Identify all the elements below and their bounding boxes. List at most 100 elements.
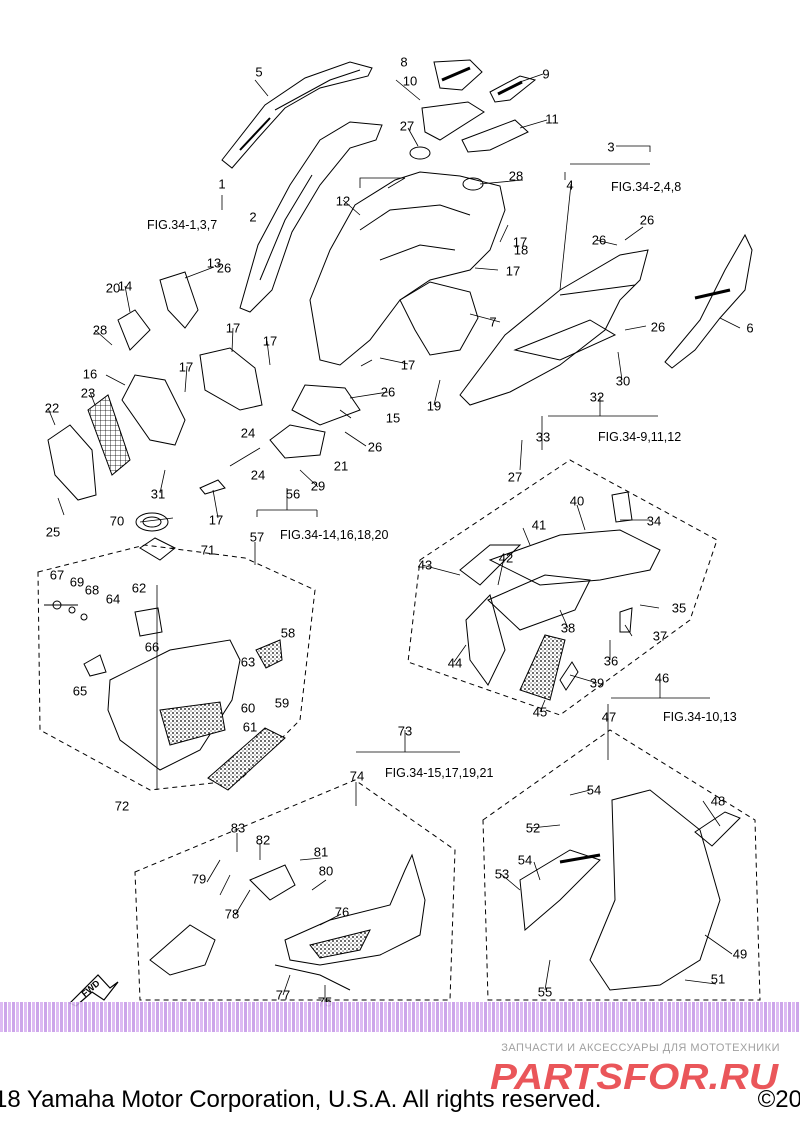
part-label-26: 26 [650,319,666,335]
part-11-shape [461,119,529,153]
part-64-shape [83,654,107,677]
part-label-27: 27 [399,118,415,134]
part-label-60: 60 [240,700,256,716]
part-43-shape [465,594,506,686]
group-box-32 [407,459,718,716]
part-10-shape [421,101,485,141]
part-label-59: 59 [274,695,290,711]
part-label-45: 45 [532,704,548,720]
part-label-26: 26 [380,384,396,400]
part-69-shape [135,512,169,532]
part-label-11: 11 [545,111,559,127]
part-label-26: 26 [639,212,655,228]
part-label-56: 56 [285,486,301,502]
part-6-shape [664,233,753,369]
part-label-58: 58 [280,625,296,641]
part-label-78: 78 [224,906,240,922]
part-label-64: 64 [105,591,121,607]
part-label-26: 26 [367,439,383,455]
part-16-shape [199,479,226,495]
part-label-23: 23 [80,385,96,401]
part-label-14: 14 [117,278,133,294]
part-44-shape [519,634,566,701]
watermark-logo: PARTSFOR.RU [490,1056,779,1096]
part-label-48: 48 [710,793,726,809]
part-label-70: 70 [109,513,125,529]
part-bracket-73-shape [149,924,216,976]
fig-ref-55: FIG.34-14,16,18,20 [280,528,389,542]
group-box-56 [37,544,316,791]
part-label-13: 13 [206,255,222,271]
part-label-77: 77 [275,987,291,1003]
part-39-shape [488,529,661,586]
part-label-10: 10 [402,73,418,89]
part-label-41: 41 [531,517,547,533]
part-label-22: 22 [44,400,60,416]
part-label-39: 39 [589,675,605,691]
part-label-6: 6 [746,320,754,336]
fig-ref-72: FIG.34-15,17,19,21 [385,766,494,780]
decorative-stripe [0,1002,800,1032]
part-label-28: 28 [92,322,108,338]
part-label-1: 1 [218,176,226,192]
part-label-81: 81 [313,844,329,860]
part-9-shape [489,75,537,103]
part-label-67: 67 [49,567,65,583]
part-label-80: 80 [318,863,334,879]
part-label-55: 55 [537,984,553,1000]
part-27-shape [409,146,431,160]
part-label-61: 61 [242,719,258,735]
part-label-49: 49 [732,946,748,962]
part-77-81-shape [249,864,296,901]
fig-ref-31: FIG.34-9,11,12 [598,430,682,444]
part-15-shape [121,374,186,446]
part-label-43: 43 [417,557,433,573]
part-label-35: 35 [671,600,687,616]
part-47-shape [694,811,741,847]
part-label-25: 25 [45,524,61,540]
group-box-73 [134,779,456,1001]
part-label-17: 17 [512,234,528,250]
part-36-shape [619,607,633,633]
part-label-53: 53 [494,866,510,882]
part-label-16: 16 [82,366,98,382]
part-14-shape [291,384,361,426]
watermark-subtitle: ЗАПЧАСТИ И АКСЕССУАРЫ ДЛЯ МОТОТЕХНИКИ [501,1042,780,1054]
part-42-shape [459,544,522,586]
part-label-33: 33 [535,429,551,445]
part-33-shape [611,491,633,523]
part-label-37: 37 [652,628,668,644]
part-label-27: 27 [507,469,523,485]
part-label-76: 76 [334,904,350,920]
part-74-shape [274,964,351,991]
part-61-shape [134,607,163,637]
part-label-8: 8 [400,54,408,70]
svg-text:PARTSFOR.RU: PARTSFOR.RU [490,1056,779,1096]
part-label-57: 57 [249,529,265,545]
copyright-year: ©20 [757,1086,800,1113]
part-label-15: 15 [385,410,401,426]
part-label-31: 31 [150,486,166,502]
part-label-54: 54 [586,782,602,798]
part-label-26: 26 [216,260,232,276]
part-label-36: 36 [603,653,619,669]
part-5-shape [221,61,373,169]
group-box-46 [482,729,761,1001]
part-23-shape [199,347,263,411]
part-label-4: 4 [566,177,574,193]
part-60-shape [207,727,286,791]
part-label-54: 54 [517,852,533,868]
part-57-shape [255,639,283,669]
part-label-63: 63 [240,654,256,670]
part-label-47: 47 [601,709,617,725]
part-label-73: 73 [397,723,413,739]
fig-ref-3: FIG.34-2,4,8 [611,180,682,194]
part-label-65: 65 [72,683,88,699]
part-38-shape [559,661,579,691]
watermark: ЗАПЧАСТИ И АКСЕССУАРЫ ДЛЯ МОТОТЕХНИКИ [501,1042,780,1054]
part-label-52: 52 [525,820,541,836]
part-label-19: 19 [426,398,442,414]
part-70-shape [139,537,176,561]
part-label-17: 17 [178,359,194,375]
